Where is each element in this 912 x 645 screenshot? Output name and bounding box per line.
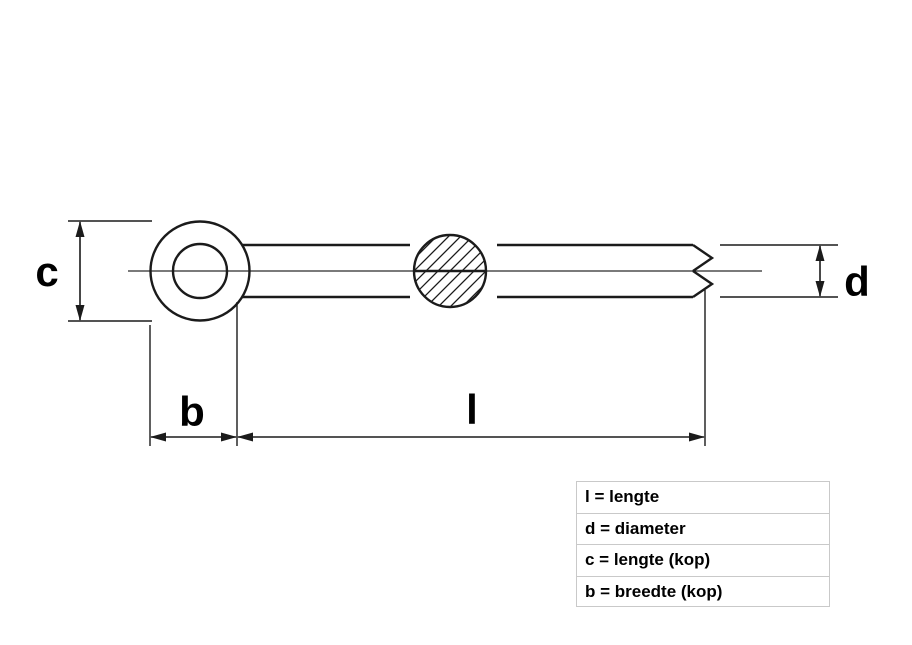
bottom-prong-tip (692, 270, 715, 298)
dimension-b: b (149, 302, 238, 446)
legend-row-lengte: l = lengte (576, 481, 830, 513)
b-arrow-right-icon (221, 432, 237, 442)
head-outer-circle (149, 220, 251, 322)
d-arrow-up-icon (815, 245, 825, 261)
pin-shank-right (497, 243, 715, 299)
l-arrow-right-icon (689, 432, 705, 442)
head-inner-circle (171, 242, 229, 300)
top-prong-tip (692, 244, 715, 272)
pin-head-eye (149, 220, 251, 322)
legend-table: l = lengte d = diameter c = lengte (kop)… (576, 481, 830, 607)
dimension-label-b: b (179, 388, 205, 435)
cross-section (412, 233, 488, 309)
b-arrow-left-icon (150, 432, 166, 442)
legend-row-breedte-kop: b = breedte (kop) (576, 575, 830, 607)
dimension-c: c (35, 220, 152, 322)
c-arrow-up-icon (75, 221, 85, 237)
d-arrow-down-icon (815, 281, 825, 297)
dimension-label-d: d (844, 258, 870, 305)
legend-row-lengte-kop: c = lengte (kop) (576, 544, 830, 576)
pin-shank-left (242, 243, 410, 299)
dimension-label-l: l (466, 386, 478, 433)
dimension-d: d (720, 244, 870, 305)
c-arrow-down-icon (75, 305, 85, 321)
dimension-l: l (237, 290, 706, 446)
legend-row-diameter: d = diameter (576, 512, 830, 544)
dimension-label-c: c (35, 248, 58, 295)
l-arrow-left-icon (237, 432, 253, 442)
